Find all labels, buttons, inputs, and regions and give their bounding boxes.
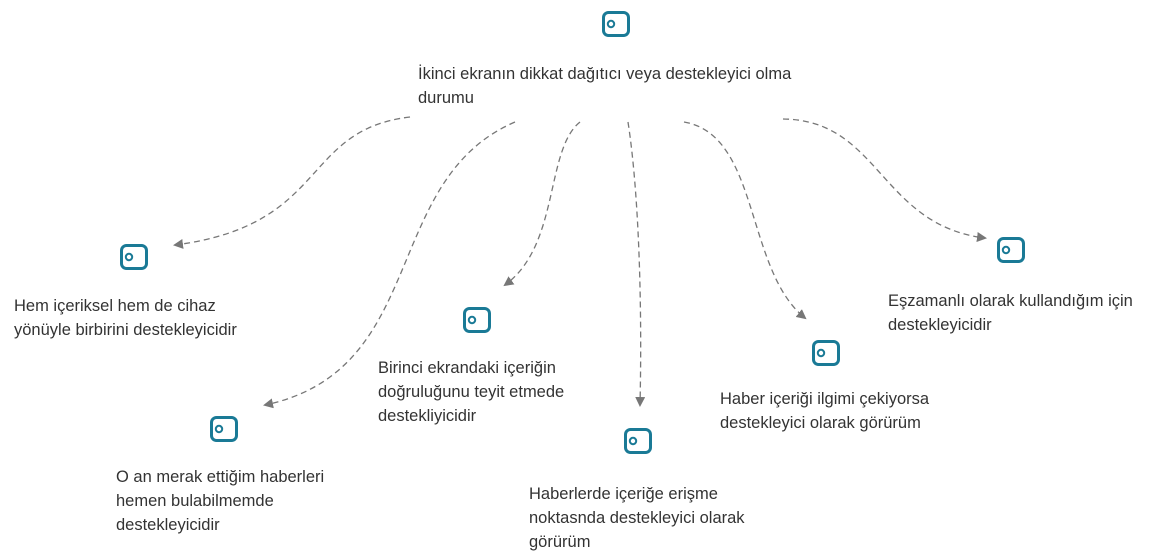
code-node-icon	[602, 11, 630, 37]
edge-root-to-child-1	[173, 116, 411, 249]
edge-root-to-child-5	[683, 121, 807, 320]
child-node-label-5: Haber içeriği ilgimi çekiyorsa destekley…	[720, 390, 930, 432]
edge-root-to-child-2	[263, 121, 516, 409]
child-node-label-1: Hem içeriksel hem de cihaz yönüyle birbi…	[14, 297, 237, 339]
edge-root-to-child-4	[627, 121, 646, 407]
code-node-icon	[997, 237, 1025, 263]
code-node-icon	[463, 307, 491, 333]
edge-root-to-child-3	[503, 121, 581, 287]
code-node-icon	[624, 428, 652, 454]
code-node-icon	[812, 340, 840, 366]
root-node-label: İkinci ekranın dikkat dağıtıcı veya dest…	[418, 65, 792, 107]
child-node-label-6: Eşzamanlı olarak kullandığım için destek…	[888, 292, 1133, 334]
code-node-icon	[120, 244, 148, 270]
code-node-icon	[210, 416, 238, 442]
child-node-label-2: O an merak ettiğim haberleri hemen bulab…	[116, 468, 325, 534]
child-node-label-3: Birinci ekrandaki içeriğin doğruluğunu t…	[378, 359, 565, 425]
edge-root-to-child-6	[782, 118, 987, 242]
child-node-label-4: Haberlerde içeriğe erişme noktasnda dest…	[529, 485, 745, 551]
